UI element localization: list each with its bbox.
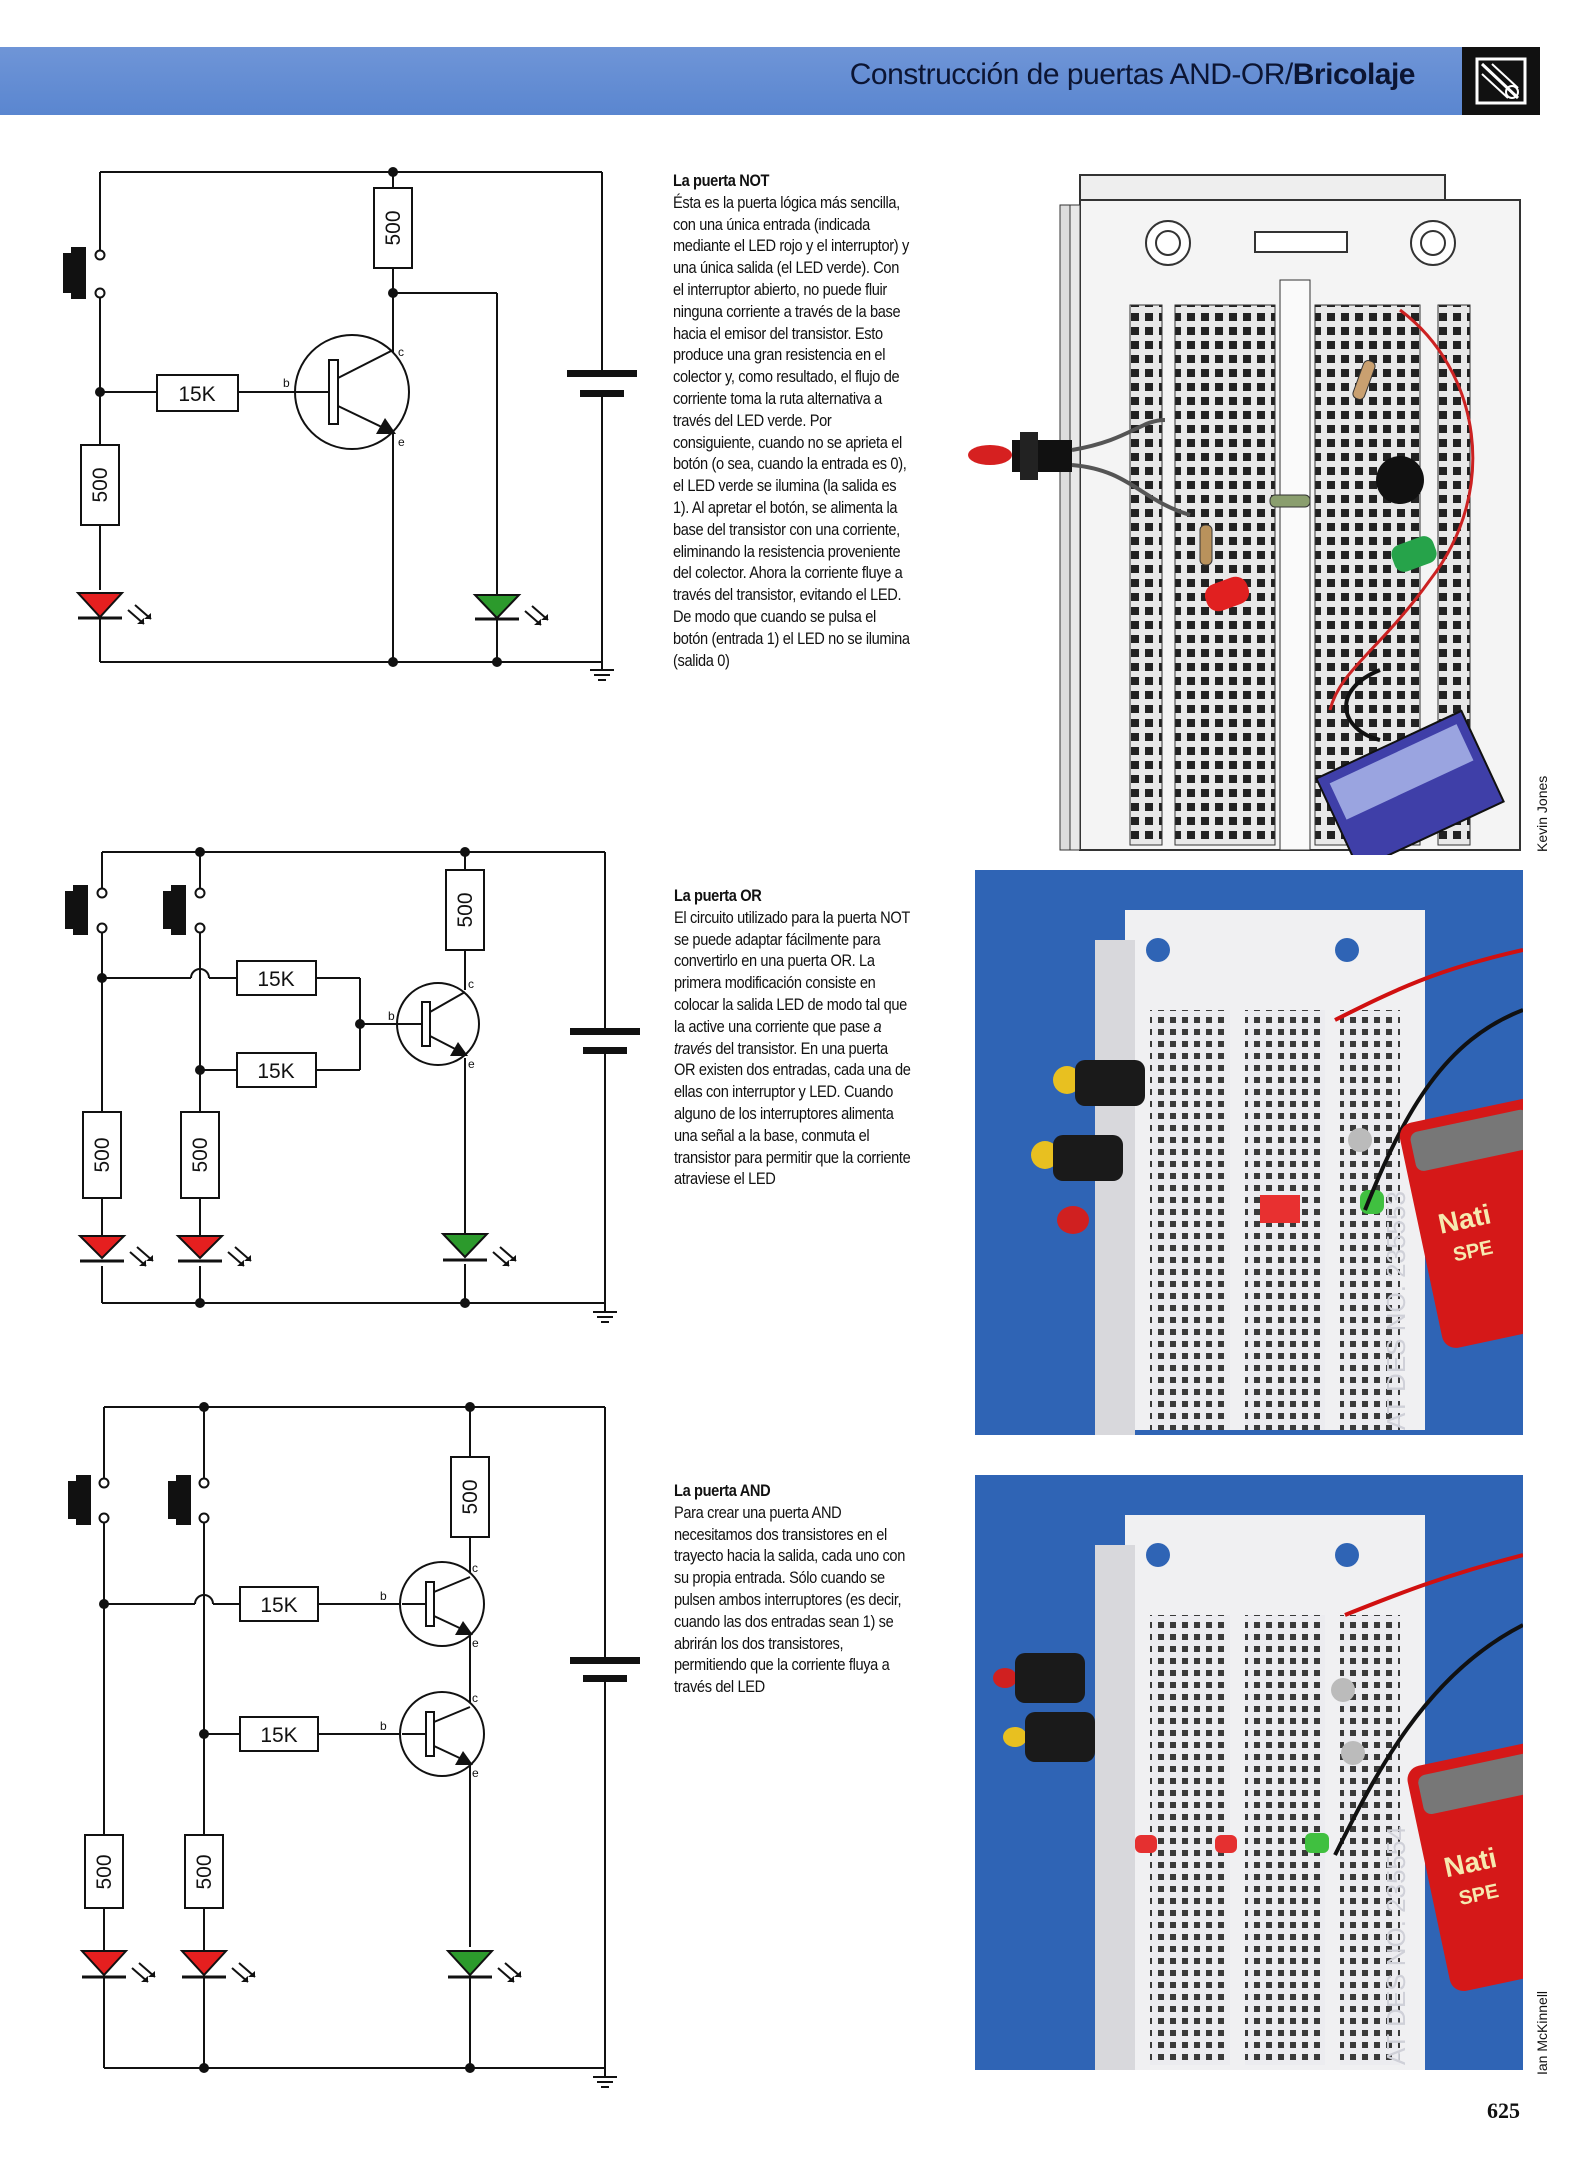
- battery-icon: [567, 370, 637, 397]
- emitter-label: e: [472, 1636, 479, 1650]
- and-resistor-15k-label-2: 15K: [260, 1724, 297, 1747]
- or-resistor-15k-label-2: 15K: [257, 1060, 294, 1083]
- battery-icon: [570, 1028, 640, 1054]
- photo-credit: Ian McKinnell: [1534, 1990, 1550, 2075]
- and-gate-schematic: 15K 15K 500 500 500 b c e b c e: [68, 1402, 640, 2088]
- header-title-bold: Bricolaje: [1292, 58, 1416, 91]
- green-led-icon: [445, 1950, 522, 1983]
- or-resistor-15k-label-1: 15K: [257, 968, 294, 991]
- page-header-title: Construcción de puertas AND-OR/Bricolaje: [849, 58, 1416, 92]
- or-resistor-500-label-1: 500: [91, 1137, 114, 1172]
- emitter-label: e: [468, 1057, 475, 1071]
- and-transistor-1-icon: [399, 1561, 485, 1647]
- not-caption-title: La puerta NOT: [673, 171, 770, 190]
- section-logo-icon: [1475, 57, 1527, 105]
- header-band: [0, 47, 1462, 115]
- collector-label: c: [468, 977, 474, 991]
- and-breadboard-photo: AT DES NO. 235554 Nati SPE: [975, 1475, 1523, 2070]
- not-caption-body: Ésta es la puerta lógica más sencilla, c…: [673, 192, 910, 670]
- and-resistor-15k-label-1: 15K: [260, 1594, 297, 1617]
- push-switch-icon: [163, 885, 206, 935]
- or-caption-body-end: del transistor. En una puerta OR existen…: [674, 1038, 911, 1189]
- and-caption-body: Para crear una puerta AND necesitamos do…: [674, 1502, 905, 1697]
- push-switch-icon: [168, 1475, 210, 1525]
- collector-label: c: [472, 1561, 478, 1575]
- red-led-icon: [179, 1950, 256, 1983]
- red-led-icon: [77, 1235, 154, 1267]
- illustration-credit: Kevin Jones: [1534, 775, 1550, 852]
- or-board-stamp: AT DES NO. 235553: [1381, 1191, 1411, 1430]
- not-resistor-500-label-input: 500: [89, 467, 112, 502]
- or-resistor-500-label-collector: 500: [454, 892, 477, 927]
- or-resistor-500-label-2: 500: [189, 1137, 212, 1172]
- or-breadboard-photo: AT DES NO. 235553 Nati SPE: [975, 870, 1523, 1435]
- or-transistor-icon: [390, 982, 480, 1066]
- red-led-icon: [75, 592, 152, 625]
- or-caption-title: La puerta OR: [674, 886, 762, 905]
- or-caption-emphasis: a través: [674, 1016, 882, 1058]
- not-resistor-500-label-collector: 500: [382, 210, 405, 245]
- and-resistor-500-label-collector: 500: [459, 1479, 482, 1514]
- push-switch-icon: [68, 1475, 110, 1525]
- collector-label: c: [398, 345, 404, 359]
- or-caption: La puerta OR El circuito utilizado para …: [674, 885, 912, 1190]
- or-gate-schematic: 15K 15K 500 500 500 b c e: [65, 847, 640, 1323]
- base-label: b: [388, 1009, 395, 1023]
- push-switch-icon: [63, 247, 106, 299]
- green-led-icon: [472, 594, 549, 626]
- red-led-icon: [79, 1950, 156, 1983]
- and-resistor-500-label-2: 500: [193, 1854, 216, 1889]
- collector-label: c: [472, 1691, 478, 1705]
- section-logo: [1462, 47, 1540, 115]
- red-led-icon: [175, 1235, 252, 1267]
- and-resistor-500-label-1: 500: [93, 1854, 116, 1889]
- or-caption-body-start: El circuito utilizado para la puerta NOT…: [674, 907, 910, 1036]
- base-label: b: [380, 1589, 387, 1603]
- battery-icon: [570, 1657, 640, 1682]
- base-label: b: [380, 1719, 387, 1733]
- push-switch-icon: [65, 885, 108, 935]
- emitter-label: e: [472, 1766, 479, 1780]
- not-caption: La puerta NOT Ésta es la puerta lógica m…: [673, 170, 911, 671]
- page-number: 625: [1487, 2098, 1520, 2123]
- green-led-icon: [440, 1233, 517, 1267]
- base-label: b: [283, 376, 290, 390]
- emitter-label: e: [398, 435, 405, 449]
- and-board-stamp: AT DES NO. 235554: [1381, 1826, 1411, 2065]
- not-resistor-15k-label: 15K: [178, 383, 215, 406]
- not-transistor-icon: [290, 334, 410, 450]
- not-breadboard-illustration: [968, 174, 1521, 855]
- not-gate-schematic: 15K 500 500 b c e: [63, 167, 637, 681]
- header-title-regular: Construcción de puertas AND-OR/: [849, 58, 1294, 91]
- and-transistor-2-icon: [399, 1691, 485, 1777]
- and-caption-title: La puerta AND: [674, 1481, 771, 1500]
- and-caption: La puerta AND Para crear una puerta AND …: [674, 1480, 912, 1698]
